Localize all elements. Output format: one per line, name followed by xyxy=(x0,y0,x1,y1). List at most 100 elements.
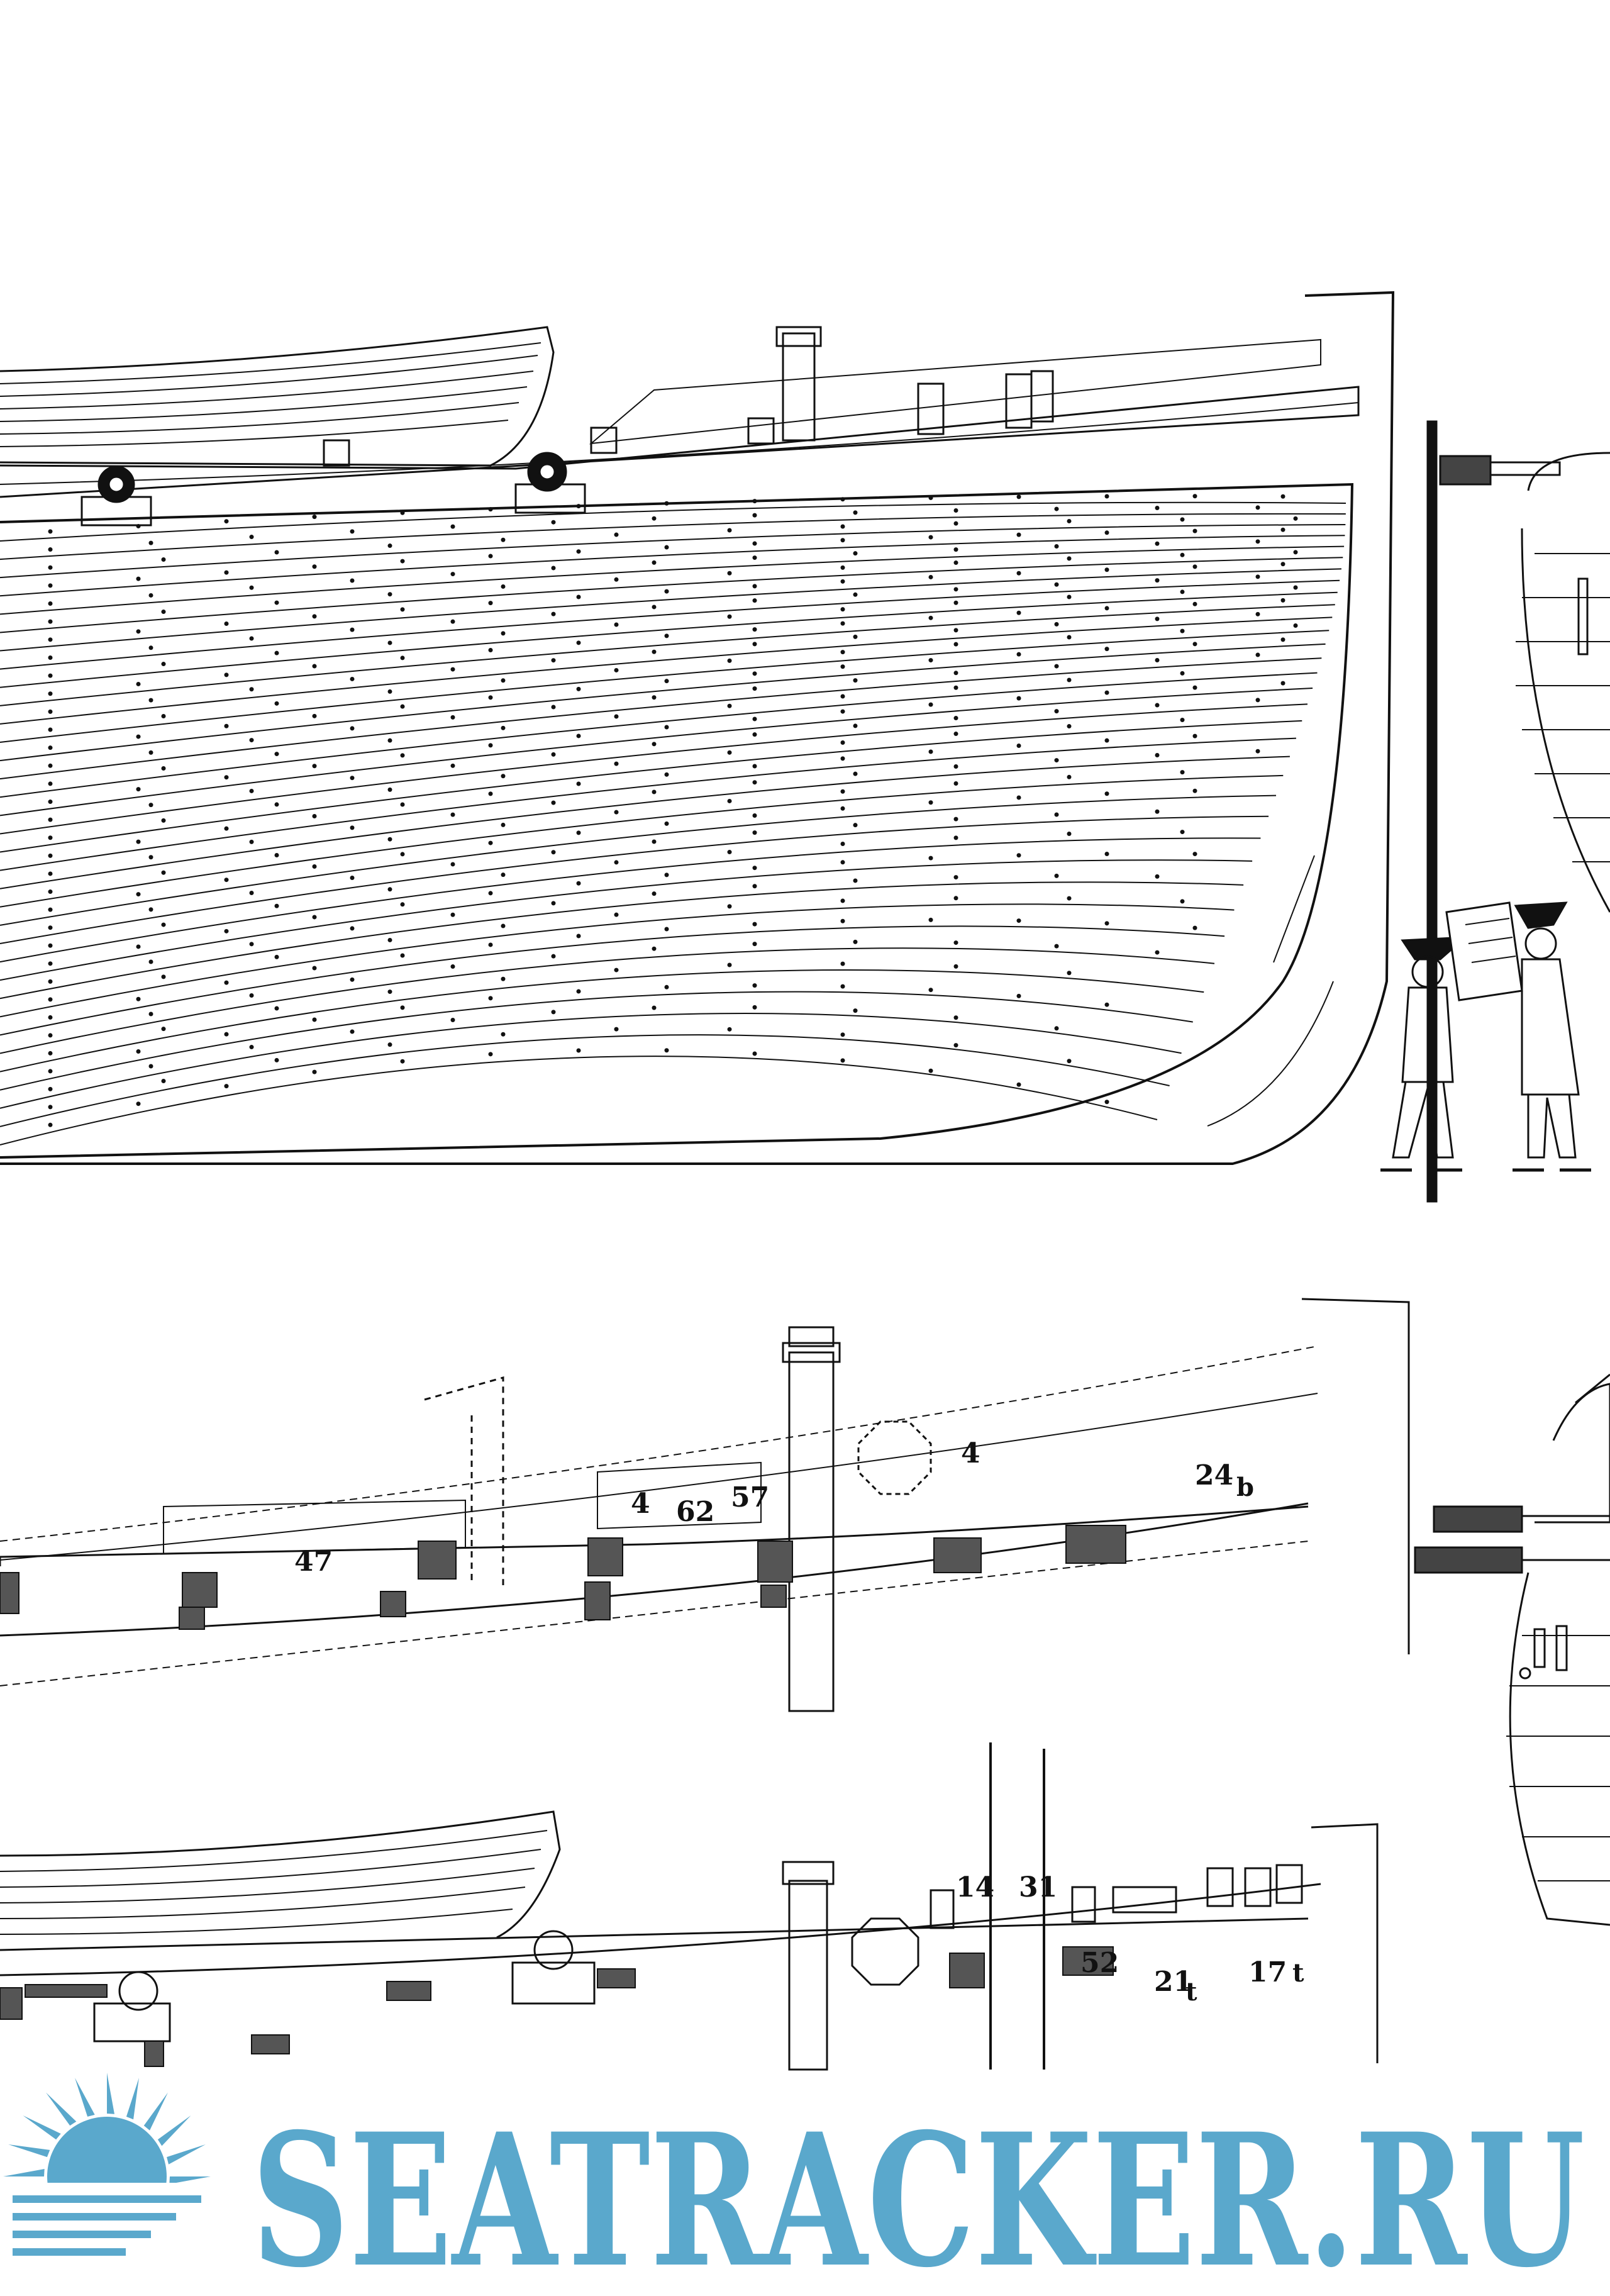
treenail xyxy=(752,866,757,871)
treenail xyxy=(274,1006,279,1011)
treenail xyxy=(488,648,493,653)
treenail xyxy=(1180,717,1185,722)
treenail xyxy=(1155,752,1160,757)
treenail xyxy=(840,860,845,865)
treenail xyxy=(1192,925,1197,930)
treenail xyxy=(161,974,166,979)
treenail xyxy=(1280,598,1285,603)
beam-end-block xyxy=(251,2034,290,2054)
treenail xyxy=(1067,774,1072,779)
treenail xyxy=(1104,791,1109,796)
treenail xyxy=(48,763,53,768)
treenail xyxy=(840,664,845,669)
treenail xyxy=(1293,550,1298,555)
treenail xyxy=(551,566,556,571)
treenail xyxy=(488,942,493,947)
treenail xyxy=(652,560,657,565)
plank-strake xyxy=(0,755,1290,889)
treenail xyxy=(1054,544,1059,549)
sun-ray xyxy=(169,2176,211,2184)
lower-gun-1 xyxy=(93,1971,171,2042)
treenail xyxy=(1293,516,1298,521)
treenail xyxy=(488,891,493,896)
treenail xyxy=(652,649,657,654)
treenail xyxy=(312,614,317,619)
treenail xyxy=(1016,853,1021,858)
treenail xyxy=(1255,611,1260,616)
treenail xyxy=(953,896,958,901)
treenail xyxy=(350,926,355,931)
treenail xyxy=(224,826,229,831)
plank-strake xyxy=(0,703,1308,835)
treenail xyxy=(953,547,958,552)
treenail xyxy=(752,671,757,676)
treenail xyxy=(400,607,405,612)
treenail xyxy=(1054,944,1059,949)
treenail xyxy=(249,993,254,998)
plank-strake xyxy=(0,1034,1170,1127)
treenail xyxy=(1192,852,1197,857)
treenail xyxy=(224,1084,229,1089)
treenail xyxy=(274,852,279,857)
treenail xyxy=(953,560,958,566)
plan-label-57: 57 xyxy=(731,1481,769,1513)
treenail xyxy=(752,598,757,603)
treenail xyxy=(48,1033,53,1038)
treenail xyxy=(312,966,317,971)
treenail xyxy=(853,823,858,828)
treenail xyxy=(350,1029,355,1034)
treenail xyxy=(249,942,254,947)
treenail xyxy=(501,537,506,542)
treenail xyxy=(727,962,732,967)
treenail xyxy=(136,787,141,792)
treenail xyxy=(224,672,229,677)
deck-gun-2 xyxy=(514,452,586,514)
treenail xyxy=(752,555,757,560)
sun-wave xyxy=(13,2231,151,2238)
treenail xyxy=(752,716,757,722)
treenail xyxy=(853,634,858,639)
treenail xyxy=(1054,621,1059,627)
treenail xyxy=(928,1068,933,1073)
treenail xyxy=(551,752,556,757)
treenail xyxy=(450,619,455,624)
treenail xyxy=(1255,652,1260,657)
plan-label-t1: t xyxy=(1185,1977,1197,2007)
treenail xyxy=(1016,494,1021,499)
treenail xyxy=(136,576,141,581)
treenail xyxy=(161,818,166,823)
plan-label-t2: t xyxy=(1292,1958,1304,1988)
beam-end-block xyxy=(182,1572,218,1608)
treenail xyxy=(48,637,53,642)
treenail xyxy=(48,691,53,696)
plank-strake xyxy=(0,568,1341,652)
treenail xyxy=(752,541,757,546)
beam-end-block xyxy=(25,1984,108,1998)
treenail xyxy=(953,875,958,880)
treenail xyxy=(161,662,166,667)
treenail xyxy=(1054,506,1059,511)
plank-strake xyxy=(0,881,1244,1000)
treenail xyxy=(953,587,958,592)
treenail xyxy=(48,601,53,606)
treenail xyxy=(928,574,933,579)
sun-ray xyxy=(126,2078,139,2120)
treenail xyxy=(1293,585,1298,590)
treenail xyxy=(953,508,958,513)
treenail xyxy=(953,716,958,721)
treenail xyxy=(652,1005,657,1010)
treenail xyxy=(312,764,317,769)
treenail xyxy=(350,876,355,881)
treenail xyxy=(953,964,958,969)
plan-label-17: 17 xyxy=(1248,1956,1287,1988)
treenail xyxy=(350,529,355,534)
treenail xyxy=(840,961,845,966)
treenail xyxy=(727,703,732,708)
treenail xyxy=(1280,681,1285,686)
treenail xyxy=(312,515,317,520)
treenail xyxy=(274,550,279,555)
treenail xyxy=(840,621,845,626)
treenail xyxy=(727,798,732,803)
treenail xyxy=(1192,528,1197,533)
treenail xyxy=(48,547,53,552)
